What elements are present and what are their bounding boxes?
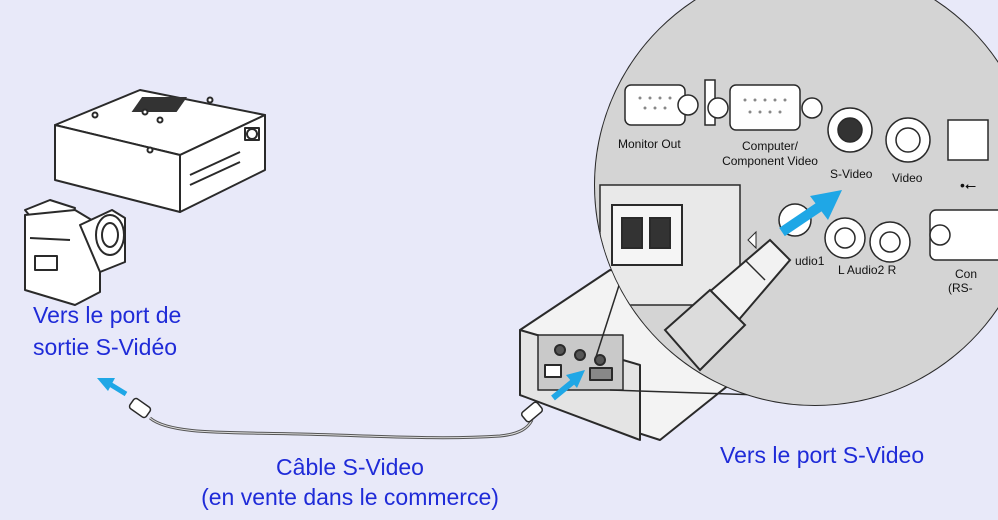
s-video-cable <box>128 397 544 440</box>
source-port-label: Vers le port de <box>33 302 182 328</box>
zoomed-panel: Monitor Out Computer/ Component Video S-… <box>594 0 998 406</box>
target-port-label: Vers le port S-Video <box>720 442 925 468</box>
power-socket-icon <box>611 204 683 266</box>
cable-label-line2: (en vente dans le commerce) <box>201 484 499 510</box>
zoom-line <box>609 389 761 396</box>
panel-label-rs232: (RS- <box>948 281 973 295</box>
source-port-label-line2: sortie S-Vidéo <box>33 334 178 360</box>
panel-label-monitor-out: Monitor Out <box>618 137 681 151</box>
panel-label-component: Component Video <box>722 154 818 168</box>
connection-arrow-icon <box>97 378 128 397</box>
panel-label-audio1: udio1 <box>795 254 825 268</box>
connection-arrow-icon <box>779 190 842 237</box>
cable-label: Câble S-Video <box>276 454 424 480</box>
panel-label-audio2: L Audio2 R <box>838 263 897 277</box>
connection-arrow-icon <box>551 370 585 401</box>
vcr-icon <box>54 89 266 213</box>
camcorder-icon <box>24 199 126 306</box>
usb-icon: •⭠ <box>960 177 976 193</box>
panel-label-computer: Computer/ <box>742 139 799 153</box>
s-video-plug-icon <box>128 397 544 423</box>
panel-label-s-video: S-Video <box>830 167 873 181</box>
panel-label-control: Con <box>955 267 977 281</box>
panel-label-video: Video <box>892 171 923 185</box>
